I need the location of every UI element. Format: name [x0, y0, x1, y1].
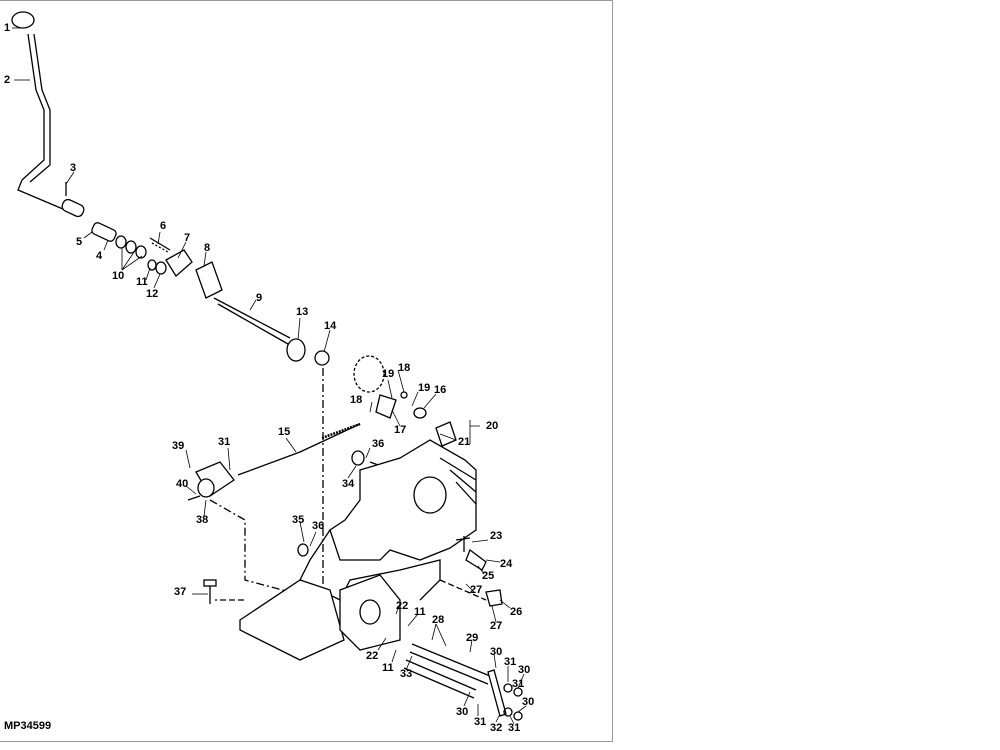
callout-3: 3 — [70, 162, 77, 174]
figure-code: MP34599 — [4, 720, 52, 732]
callout-30-d: 30 — [456, 706, 469, 718]
callout-31-c: 31 — [512, 678, 525, 690]
callout-36: 36 — [372, 438, 385, 450]
shift-lever — [17, 33, 81, 213]
callout-30: 30 — [490, 646, 503, 658]
callout-38: 38 — [196, 514, 209, 526]
callout-8: 8 — [204, 242, 211, 254]
transaxle-housing — [329, 439, 477, 561]
callout-29: 29 — [466, 632, 479, 644]
diagram-frame — [0, 0, 613, 742]
callout-7: 7 — [184, 232, 191, 244]
callout-27: 27 — [470, 584, 483, 596]
callout-18: 18 — [398, 362, 411, 374]
base-plate — [239, 579, 345, 661]
callout-27-b: 27 — [490, 620, 503, 632]
callout-6: 6 — [160, 220, 167, 232]
callout-14: 14 — [324, 320, 337, 332]
callout-11-c: 11 — [382, 662, 394, 674]
callout-31: 31 — [218, 436, 231, 448]
callout-22-b: 22 — [366, 650, 379, 662]
callout-17: 17 — [394, 424, 407, 436]
callout-25: 25 — [482, 570, 495, 582]
knob — [11, 11, 35, 29]
callout-11: 11 — [136, 276, 148, 288]
callout-15: 15 — [278, 426, 291, 438]
callout-23: 23 — [490, 530, 503, 542]
callout-20: 20 — [486, 420, 499, 432]
callout-31-d: 31 — [474, 716, 487, 728]
callout-19: 19 — [382, 368, 395, 380]
callout-2: 2 — [4, 74, 11, 86]
callout-30-b: 30 — [518, 664, 531, 676]
callout-12: 12 — [146, 288, 159, 300]
exploded-parts-diagram — [11, 11, 527, 725]
callout-24: 24 — [500, 558, 513, 570]
callout-4: 4 — [96, 250, 103, 262]
callout-28: 28 — [432, 614, 445, 626]
callout-36-b: 36 — [312, 520, 325, 532]
callout-33: 33 — [400, 668, 413, 680]
callout-5: 5 — [76, 236, 83, 248]
callout-18-b: 18 — [350, 394, 363, 406]
callout-10: 10 — [112, 270, 125, 282]
callout-13: 13 — [296, 306, 309, 318]
callout-31-e: 31 — [508, 722, 521, 734]
callout-34: 34 — [342, 478, 355, 490]
callout-21: 21 — [458, 436, 471, 448]
callout-37: 37 — [174, 586, 187, 598]
callout-35: 35 — [292, 514, 305, 526]
callout-31-b: 31 — [504, 656, 517, 668]
callout-16: 16 — [434, 384, 447, 396]
callout-30-c: 30 — [522, 696, 535, 708]
callout-40: 40 — [176, 478, 189, 490]
callout-19-b: 19 — [418, 382, 431, 394]
callout-9: 9 — [256, 292, 263, 304]
callout-32: 32 — [490, 722, 503, 734]
callout-22: 22 — [396, 600, 409, 612]
callout-39: 39 — [172, 440, 185, 452]
callout-1: 1 — [4, 22, 11, 34]
callout-26: 26 — [510, 606, 523, 618]
callout-11-b: 11 — [414, 606, 426, 618]
